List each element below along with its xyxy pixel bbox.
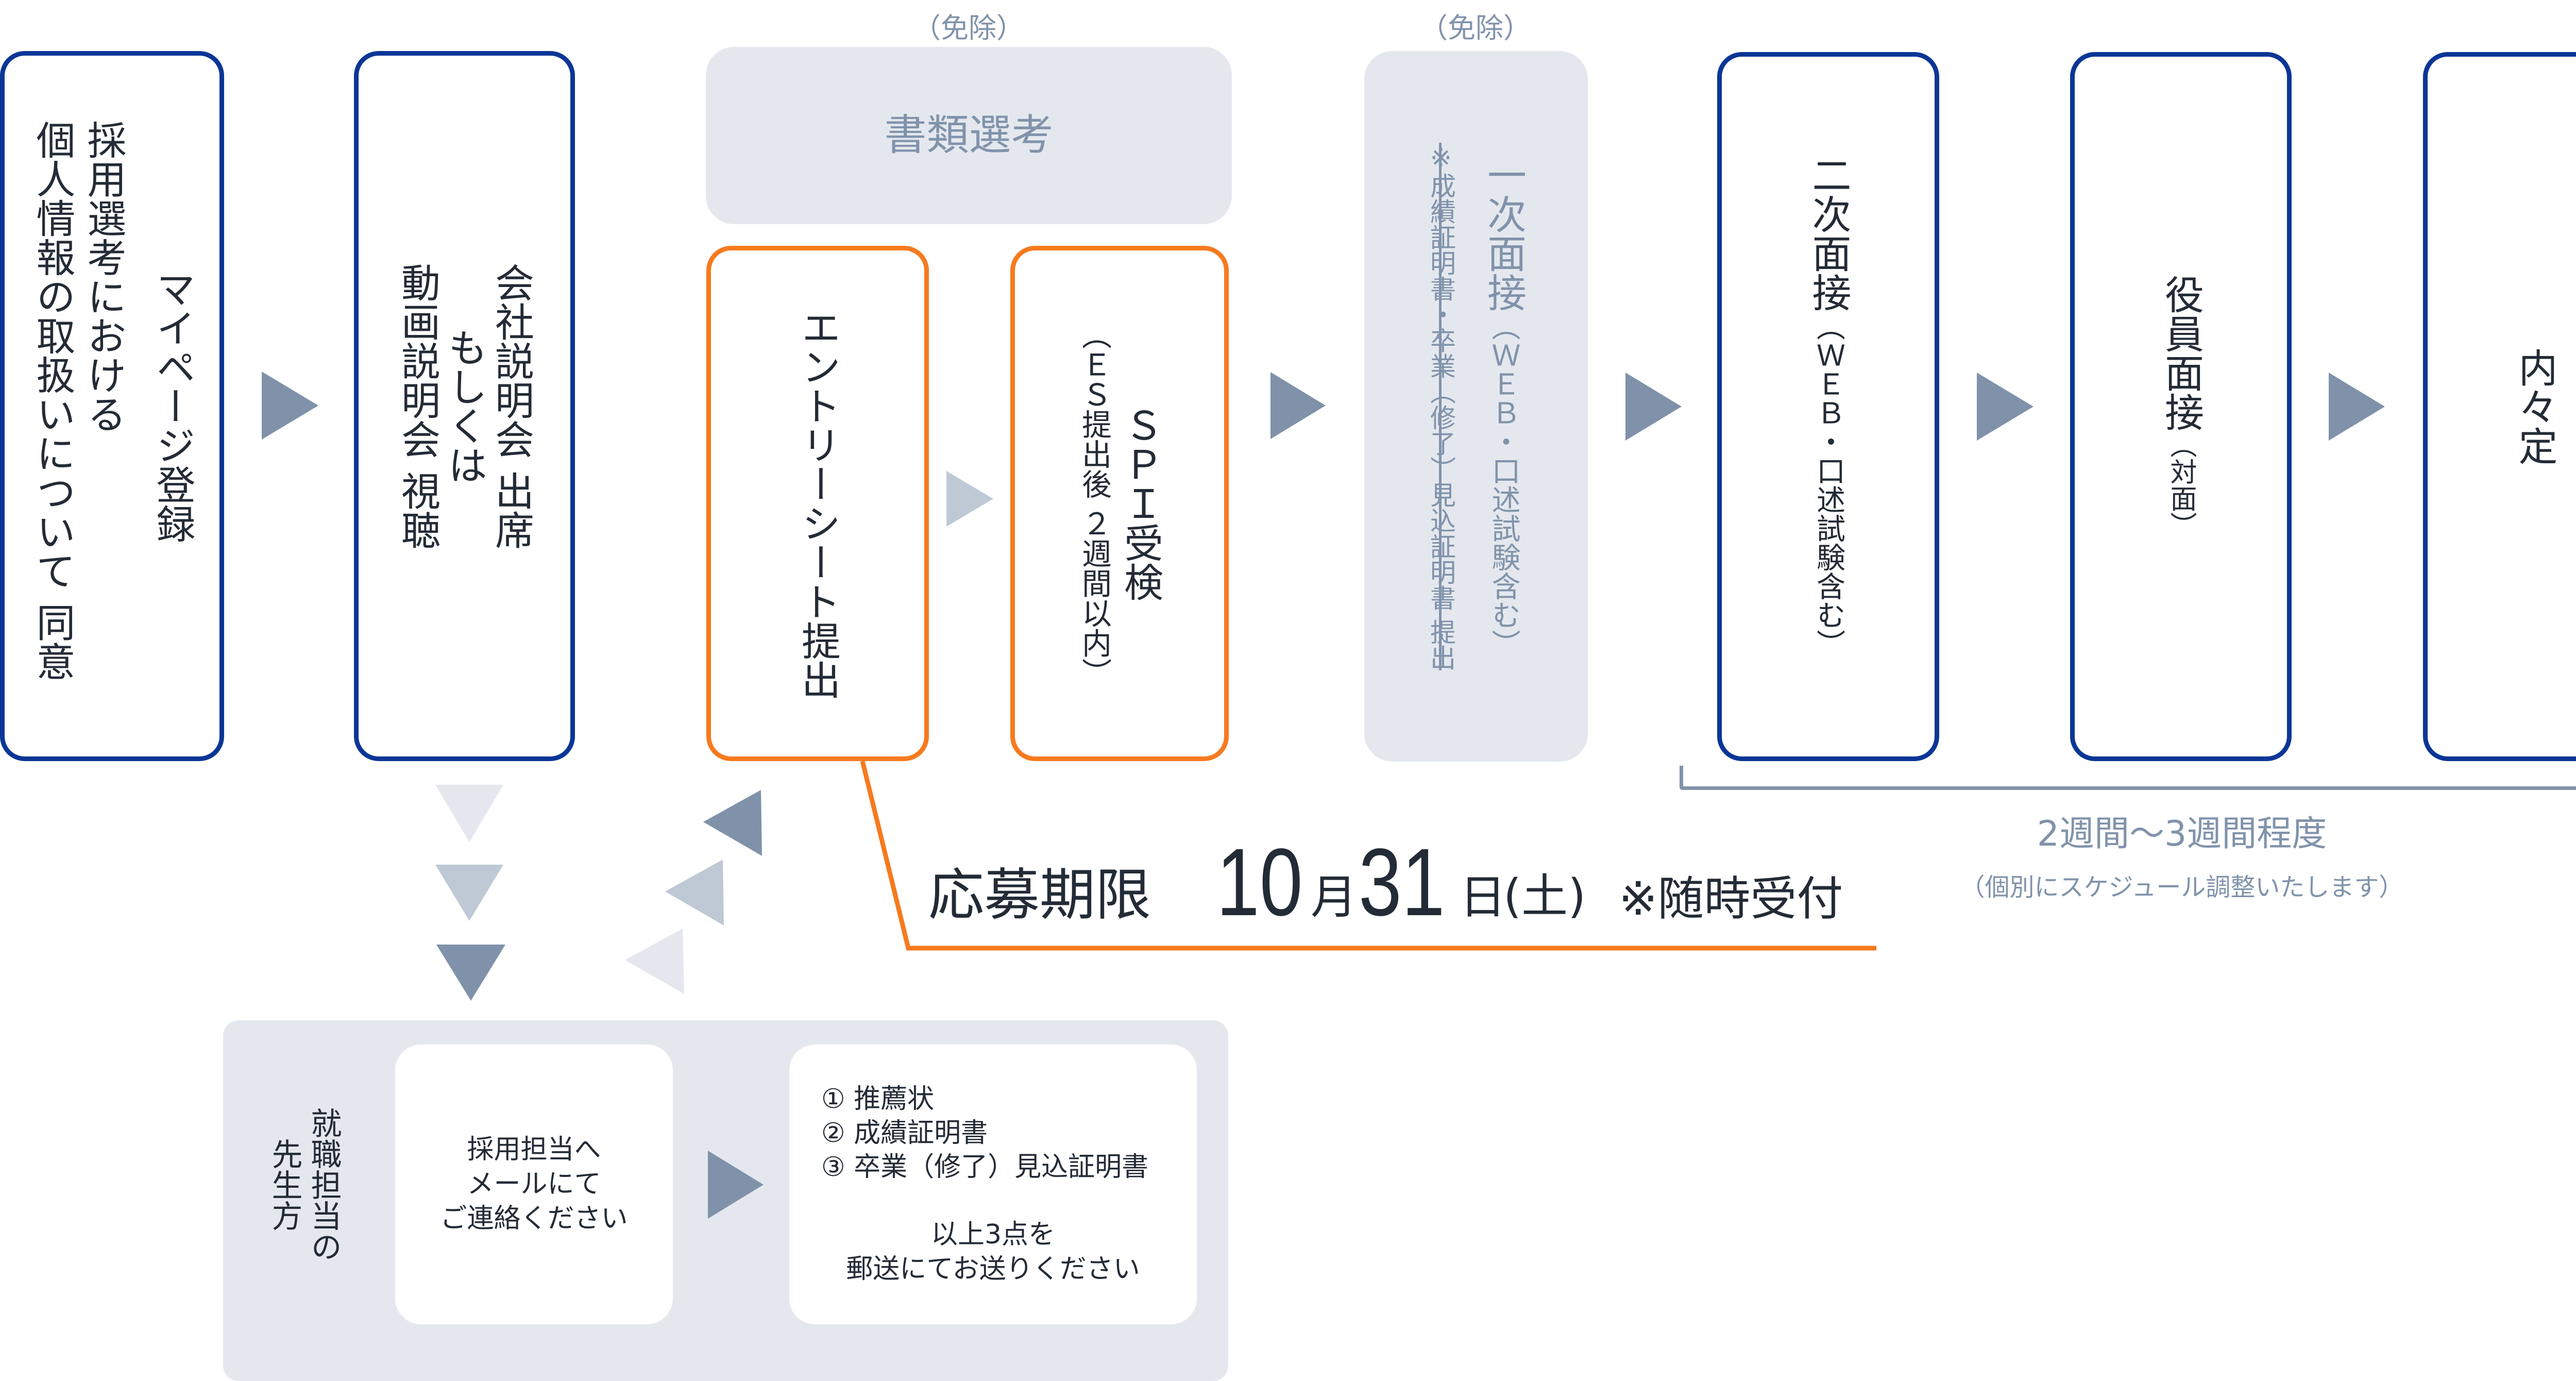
step-description-line: 会社説明会 出席 bbox=[488, 262, 534, 550]
step-title: 二次面接 bbox=[1805, 155, 1852, 312]
exempt-label-first-interview: （免除） bbox=[1420, 12, 1531, 44]
arrow-down-icon bbox=[435, 785, 503, 842]
step-description-line: もしくは bbox=[442, 327, 487, 484]
arrow-left-icon bbox=[665, 860, 724, 925]
step-title: 内々定 bbox=[2512, 348, 2558, 465]
deadline-label: 応募期限 bbox=[928, 863, 1151, 928]
arrow-right-icon bbox=[1270, 372, 1326, 439]
contact-instruction-card: 採用担当へ メールにて ご連絡ください bbox=[395, 1045, 673, 1324]
step-heading: 一次面接（ＷＥＢ・口述試験含む） bbox=[1481, 155, 1527, 658]
contact-line: ご連絡ください bbox=[440, 1203, 628, 1234]
teachers-audience: 就職担当の 先生方 bbox=[265, 1020, 343, 1349]
contact-line: メールにて bbox=[467, 1169, 601, 1200]
closing-line: 郵送にてお送りください bbox=[846, 1254, 1140, 1285]
step-description: 採用選考における 個人情報の取扱いについて 同意 bbox=[27, 120, 129, 681]
arrow-right-icon bbox=[1977, 373, 2033, 441]
step-mypage-registration: マイページ登録 採用選考における 個人情報の取扱いについて 同意 bbox=[0, 51, 224, 761]
deadline-day-unit: 日 bbox=[1460, 870, 1506, 924]
step-informal-offer: 内々定 bbox=[2423, 52, 2576, 761]
step-note: （ＥＳ提出後 ２週間以内） bbox=[1077, 319, 1112, 688]
contact-line: 採用担当へ bbox=[467, 1134, 601, 1165]
document-item: ③ 卒業（修了）見込証明書 bbox=[821, 1152, 1149, 1183]
deadline-note: ※随時受付 bbox=[1619, 872, 1843, 926]
step-heading: 役員面接（対面） bbox=[2158, 275, 2204, 538]
deadline-month-unit: 月 bbox=[1311, 870, 1357, 924]
arrow-right-icon bbox=[262, 372, 318, 440]
step-description: 会社説明会 出席 もしくは 動画説明会 視聴 bbox=[394, 263, 535, 549]
step-executive-interview: 役員面接（対面） bbox=[2070, 52, 2292, 761]
deadline-weekday: (土) bbox=[1503, 869, 1586, 923]
arrow-down-icon bbox=[435, 865, 503, 921]
period-duration: 2週間～3週間程度 bbox=[2037, 814, 2327, 854]
arrow-right-icon bbox=[2329, 373, 2385, 441]
teachers-audience-text: 就職担当の 先生方 bbox=[265, 1107, 343, 1262]
arrow-right-icon bbox=[1625, 373, 1682, 441]
step-description-line: 動画説明会 視聴 bbox=[395, 262, 440, 550]
period-note: （個別にスケジュール調整いたします） bbox=[1960, 873, 2404, 902]
step-title: ＳＰＩ受検 bbox=[1117, 406, 1163, 601]
step-spi-test: ＳＰＩ受検 （ＥＳ提出後 ２週間以内） bbox=[1010, 246, 1229, 761]
step-entry-sheet: エントリーシート提出 bbox=[706, 246, 929, 761]
step-detail: （ＷＥＢ・口述試験含む） bbox=[1811, 312, 1845, 658]
deadline-month: 10 bbox=[1216, 829, 1303, 936]
audience-line: 就職担当の bbox=[306, 1107, 342, 1262]
teachers-panel: 就職担当の 先生方 採用担当へ メールにて ご連絡ください ① 推薦状 ② 成績… bbox=[223, 1020, 1228, 1381]
step-title: 一次面接 bbox=[1481, 155, 1527, 312]
closing-line: 以上3点を bbox=[930, 1219, 1056, 1250]
step-detail: （ＷＥＢ・口述試験含む） bbox=[1487, 311, 1520, 658]
step-company-briefing: 会社説明会 出席 もしくは 動画説明会 視聴 bbox=[354, 51, 575, 761]
step-document-screening: 書類選考 bbox=[706, 47, 1232, 224]
step-first-interview: 一次面接（ＷＥＢ・口述試験含む） ※成績証明書・卒業（修了）見込証明書 提出 bbox=[1364, 51, 1588, 762]
step-title: 書類選考 bbox=[884, 111, 1054, 160]
step-description-line: 個人情報の取扱いについて 同意 bbox=[29, 120, 76, 681]
deadline-day: 31 bbox=[1359, 829, 1445, 936]
step-detail: （対面） bbox=[2165, 431, 2196, 538]
step-heading: 二次面接（ＷＥＢ・口述試験含む） bbox=[1805, 155, 1852, 658]
audience-line: 先生方 bbox=[266, 1138, 302, 1231]
step-title: エントリーシート提出 bbox=[795, 308, 841, 699]
document-item: ① 推薦状 bbox=[821, 1084, 935, 1115]
period-bracket bbox=[1680, 766, 2576, 790]
exempt-label-document-screening: （免除） bbox=[913, 12, 1024, 44]
arrow-right-icon bbox=[946, 471, 993, 527]
documents-closing: 以上3点を 郵送にてお送りください bbox=[789, 1218, 1197, 1287]
step-title: マイページ登録 bbox=[149, 269, 196, 543]
step-note: ※成績証明書・卒業（修了）見込証明書 提出 bbox=[1426, 142, 1456, 670]
documents-card: ① 推薦状 ② 成績証明書 ③ 卒業（修了）見込証明書 以上3点を 郵送にてお送… bbox=[789, 1045, 1197, 1324]
step-description-line: 採用選考における bbox=[80, 120, 127, 433]
step-second-interview: 二次面接（ＷＥＢ・口述試験含む） bbox=[1717, 52, 1939, 761]
documents-list: ① 推薦状 ② 成績証明書 ③ 卒業（修了）見込証明書 bbox=[789, 1082, 1197, 1184]
arrow-down-icon bbox=[436, 945, 505, 1001]
document-item: ② 成績証明書 bbox=[821, 1118, 988, 1149]
arrow-left-icon bbox=[625, 929, 684, 994]
step-title: 役員面接 bbox=[2158, 275, 2204, 431]
arrow-left-icon bbox=[703, 790, 762, 856]
